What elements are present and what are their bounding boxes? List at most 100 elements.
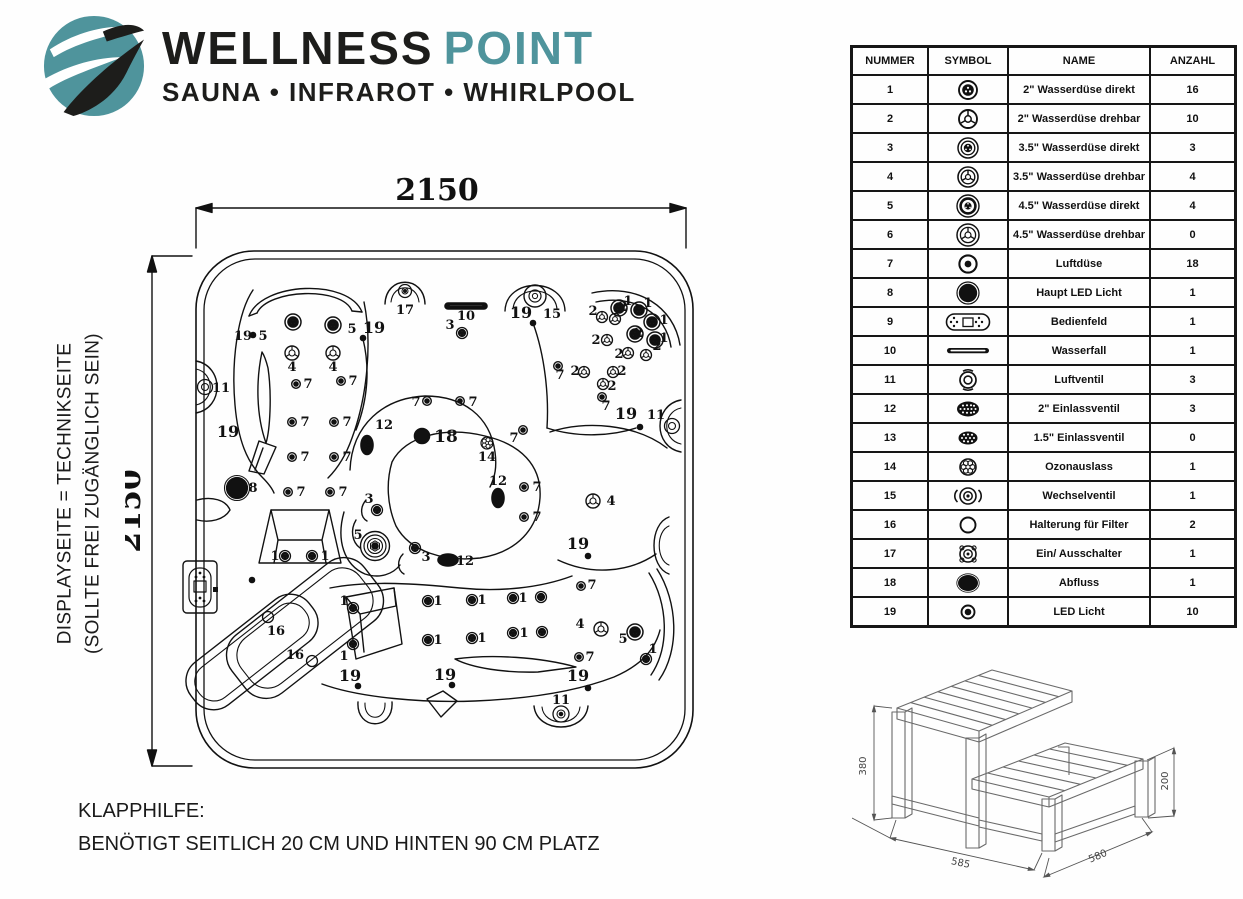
jet-number-label: 1 xyxy=(339,594,348,609)
control-panel xyxy=(182,560,218,614)
jet-number-label: 3 xyxy=(445,318,454,333)
part-name-cell: Wasserfall xyxy=(1007,335,1151,366)
jet-number-label: 18 xyxy=(434,427,458,447)
table-row: 12 2" Einlassventil 3 xyxy=(850,393,1237,424)
part-symbol-cell xyxy=(927,451,1009,482)
part-symbol-cell xyxy=(927,567,1009,598)
part-symbol-cell xyxy=(927,480,1009,511)
jet-number-label: 7 xyxy=(532,510,541,525)
part-symbol-cell xyxy=(927,422,1009,453)
part-symbol-cell xyxy=(927,335,1009,366)
jet-number-label: 1 xyxy=(477,631,486,646)
part-quantity-cell: 0 xyxy=(1149,422,1237,453)
side-note-line1: DISPLAYSEITE = TECHNIKSEITE xyxy=(54,342,76,645)
table-row: 1 2" Wasserdüse direkt 16 xyxy=(850,74,1237,105)
table-row: 13 1.5" Einlassventil 0 xyxy=(850,422,1237,453)
col-header-nummer: NUMMER xyxy=(850,45,929,76)
part-name-cell: 2" Wasserdüse drehbar xyxy=(1007,103,1151,134)
jet-number-label: 11 xyxy=(212,381,230,396)
table-row: 11 Luftventil 3 xyxy=(850,364,1237,395)
part-name-cell: Halterung für Filter xyxy=(1007,509,1151,540)
jet-number-label: 5 xyxy=(347,322,356,337)
jet-number-label: 7 xyxy=(411,395,420,410)
jet-number-label: 3 xyxy=(364,492,373,507)
jet-number-label: 7 xyxy=(587,578,596,593)
part-number-cell: 14 xyxy=(850,451,929,482)
table-row: 8 Haupt LED Licht 1 xyxy=(850,277,1237,308)
jet-number-label: 19 xyxy=(363,318,385,337)
part-number-cell: 1 xyxy=(850,74,929,105)
display-side-note: DISPLAYSEITE = TECHNIKSEITE (SOLLTE FREI… xyxy=(51,284,106,704)
part-quantity-cell: 18 xyxy=(1149,248,1237,279)
jet-number-label: 1 xyxy=(519,626,528,641)
nozzle-2in-rotating-icon xyxy=(958,108,978,129)
jet-number-label: 2 xyxy=(617,364,626,379)
hot-tub-top-view-drawing: 1955194477777777171031915771111222222222… xyxy=(113,173,694,769)
jet-markers-layer xyxy=(195,281,682,728)
brand-secondary: POINT xyxy=(443,21,595,74)
part-symbol-cell xyxy=(927,74,1009,105)
waterfall-icon xyxy=(947,347,989,353)
jet-number-label: 19 xyxy=(234,329,252,344)
jet-number-label: 16 xyxy=(267,624,285,639)
part-symbol-cell xyxy=(927,277,1009,308)
jet-number-label: 7 xyxy=(509,431,518,446)
side-note-line2: (SOLLTE FREI ZUGÄNGLICH SEIN) xyxy=(82,333,103,654)
tub-height-dimension: 2150 xyxy=(125,469,148,553)
part-quantity-cell: 1 xyxy=(1149,480,1237,511)
part-quantity-cell: 0 xyxy=(1149,219,1237,250)
part-symbol-cell xyxy=(927,538,1009,569)
part-name-cell: 1.5" Einlassventil xyxy=(1007,422,1151,453)
table-row: 7 Luftdüse 18 xyxy=(850,248,1237,279)
jet-number-label: 7 xyxy=(296,485,305,500)
jet-number-label: 1 xyxy=(659,313,668,328)
jet-number-label: 7 xyxy=(348,374,357,389)
on-off-switch-icon xyxy=(959,544,977,563)
jet-number-label: 7 xyxy=(532,480,541,495)
parts-table-header-row: NUMMER SYMBOL NAME ANZAHL xyxy=(850,45,1237,76)
jet-number-label: 7 xyxy=(303,377,312,392)
jet-number-label: 19 xyxy=(510,303,532,322)
jet-number-label: 4 xyxy=(606,494,615,509)
part-number-cell: 15 xyxy=(850,480,929,511)
jet-number-label: 2 xyxy=(570,364,579,379)
part-name-cell: 2" Wasserdüse direkt xyxy=(1007,74,1151,105)
part-quantity-cell: 4 xyxy=(1149,190,1237,221)
part-quantity-cell: 1 xyxy=(1149,538,1237,569)
ozone-outlet-icon xyxy=(959,457,977,476)
part-symbol-cell xyxy=(927,161,1009,192)
col-header-name: NAME xyxy=(1007,45,1151,76)
jet-number-label: 15 xyxy=(543,307,561,322)
jet-number-label: 19 xyxy=(339,666,361,685)
part-quantity-cell: 1 xyxy=(1149,451,1237,482)
tub-width-dimension: 2150 xyxy=(395,173,479,208)
klapphilfe-note: KLAPPHILFE: BENÖTIGT SEITLICH 20 CM UND … xyxy=(78,795,600,861)
jet-number-label: 2 xyxy=(634,326,643,341)
jet-number-label: 7 xyxy=(585,650,594,665)
jet-number-label: 14 xyxy=(478,450,496,465)
drain-icon xyxy=(956,572,980,593)
part-symbol-cell xyxy=(927,219,1009,250)
table-row: 6 4.5" Wasserdüse drehbar 0 xyxy=(850,219,1237,250)
basin-contours xyxy=(182,287,681,725)
part-quantity-cell: 3 xyxy=(1149,364,1237,395)
klapphilfe-line1: KLAPPHILFE: xyxy=(78,800,205,822)
part-symbol-cell xyxy=(927,190,1009,221)
brand-primary: WELLNESS xyxy=(162,21,434,74)
part-name-cell: Abfluss xyxy=(1007,567,1151,598)
part-number-cell: 18 xyxy=(850,567,929,598)
table-row: 17 Ein/ Ausschalter 1 xyxy=(850,538,1237,569)
steps-depth-front: 585 xyxy=(950,856,971,871)
part-symbol-cell xyxy=(927,103,1009,134)
jet-number-label: 5 xyxy=(258,329,267,344)
part-number-cell: 2 xyxy=(850,103,929,134)
part-number-cell: 6 xyxy=(850,219,929,250)
part-symbol-cell xyxy=(927,306,1009,337)
part-symbol-cell xyxy=(927,509,1009,540)
steps-depth-side: 580 xyxy=(1087,848,1109,866)
jet-number-label: 19 xyxy=(567,534,589,553)
tub-outer-shell xyxy=(195,250,694,769)
jet-number-label: 16 xyxy=(286,648,304,663)
part-symbol-cell xyxy=(927,132,1009,163)
